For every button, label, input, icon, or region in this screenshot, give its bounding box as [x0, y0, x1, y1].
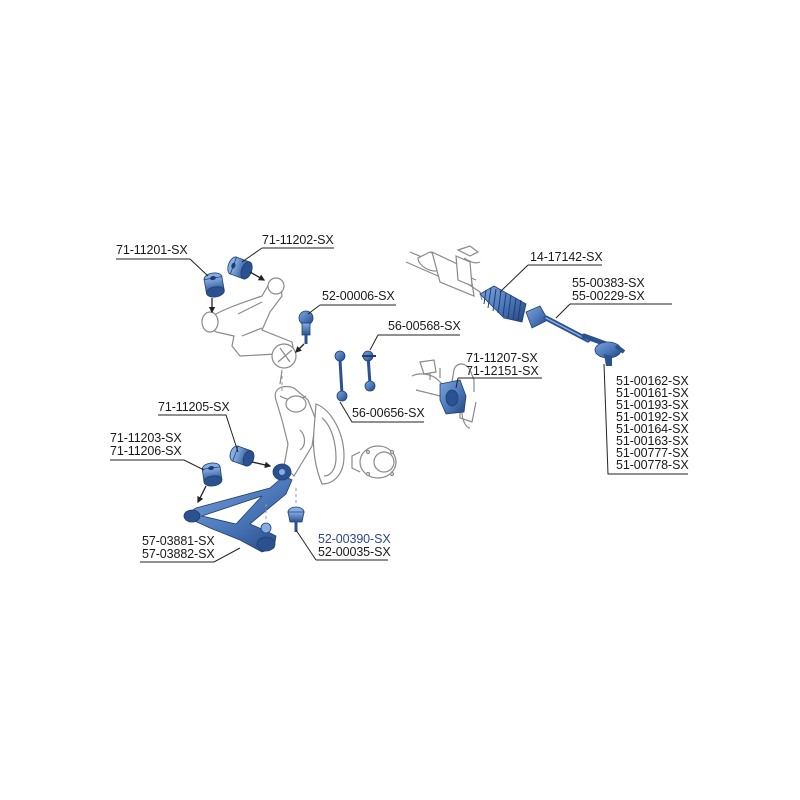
label-upper-ball-joint: 52-00006-SX	[322, 289, 395, 303]
assembly-guides	[265, 370, 297, 520]
upper-control-arm	[201, 277, 297, 385]
lower-ball-joint	[287, 506, 305, 532]
label-upper-arm-bushing-left: 71-11201-SX	[116, 243, 188, 257]
wheel-hub	[351, 445, 397, 479]
label-inner-tie-rod-2: 55-00229-SX	[572, 289, 645, 303]
label-steering-rack-boot: 14-17142-SX	[530, 250, 603, 264]
label-lower-control-arm-2: 57-03882-SX	[142, 547, 215, 561]
inner-tie-rod	[525, 305, 591, 343]
label-lower-ball-joint-1: 52-00390-SX	[318, 532, 391, 546]
label-sway-bar-bushing-1: 71-11207-SX	[466, 351, 538, 365]
label-sway-link-upper: 56-00568-SX	[388, 319, 461, 333]
label-tie-rod-end-8: 51-00778-SX	[616, 458, 689, 472]
tie-rod-end	[581, 333, 626, 366]
lower-arm-bushings	[201, 445, 255, 487]
label-tie-rod-end-1: 51-00162-SX	[616, 374, 689, 388]
label-sway-bar-bushing-2: 71-12151-SX	[466, 364, 539, 378]
label-lower-arm-bushing-front-1: 71-11203-SX	[110, 431, 182, 445]
label-lower-arm-bushing-front-2: 71-11206-SX	[110, 444, 182, 458]
label-sway-link-lower: 56-00656-SX	[352, 406, 425, 420]
rack-boot	[479, 285, 527, 323]
label-lower-ball-joint-2: 52-00035-SX	[318, 545, 391, 559]
leader-lines	[110, 247, 688, 563]
label-lower-control-arm-1: 57-03881-SX	[142, 534, 215, 548]
brake-disc	[312, 403, 345, 485]
label-tie-rod-end-3: 51-00193-SX	[616, 398, 689, 412]
label-tie-rod-end-2: 51-00161-SX	[616, 386, 689, 400]
steering-knuckle	[274, 385, 317, 477]
label-lower-arm-bushing-rear: 71-11205-SX	[158, 400, 230, 414]
upper-ball-joint	[298, 310, 314, 344]
label-tie-rod-end-6: 51-00163-SX	[616, 434, 689, 448]
upper-arm-bushings	[203, 256, 253, 298]
sway-bar-clamp	[411, 359, 477, 429]
sway-bar-bushing	[439, 379, 467, 415]
assembly-arrows	[197, 271, 305, 504]
label-tie-rod-end-4: 51-00192-SX	[616, 410, 689, 424]
lower-control-arm	[183, 463, 293, 553]
label-tie-rod-end-7: 51-00777-SX	[616, 446, 689, 460]
label-inner-tie-rod-1: 55-00383-SX	[572, 276, 645, 290]
sway-bar-links	[334, 350, 376, 402]
label-upper-arm-bushing-right: 71-11202-SX	[262, 233, 334, 247]
steering-rack	[405, 245, 483, 301]
label-tie-rod-end-5: 51-00164-SX	[616, 422, 689, 436]
